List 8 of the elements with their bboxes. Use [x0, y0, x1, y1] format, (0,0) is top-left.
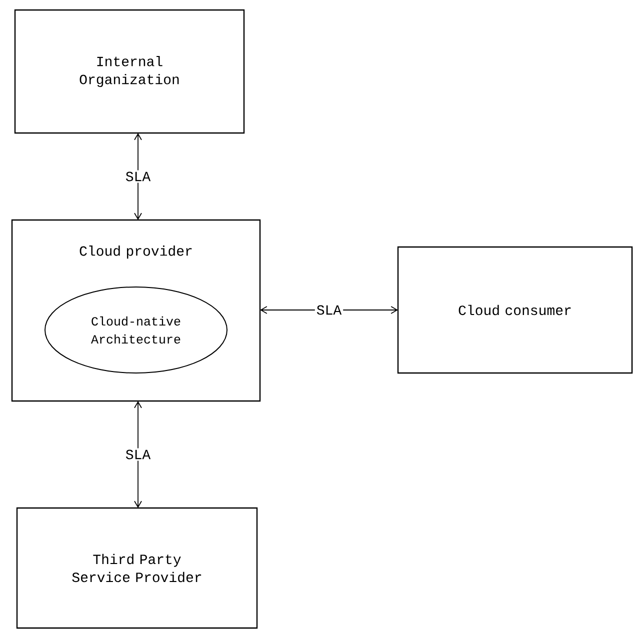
edge-label: SLA: [314, 304, 344, 316]
process-box: Third Party Service Provider: [16, 507, 258, 629]
edge-label: SLA: [124, 448, 152, 461]
arrow: [134, 401, 142, 508]
process-box: Internal Organization: [14, 9, 245, 134]
process-box: Cloud consumer: [397, 246, 633, 374]
edge-label: SLA: [124, 170, 152, 183]
arrow: [134, 133, 142, 220]
